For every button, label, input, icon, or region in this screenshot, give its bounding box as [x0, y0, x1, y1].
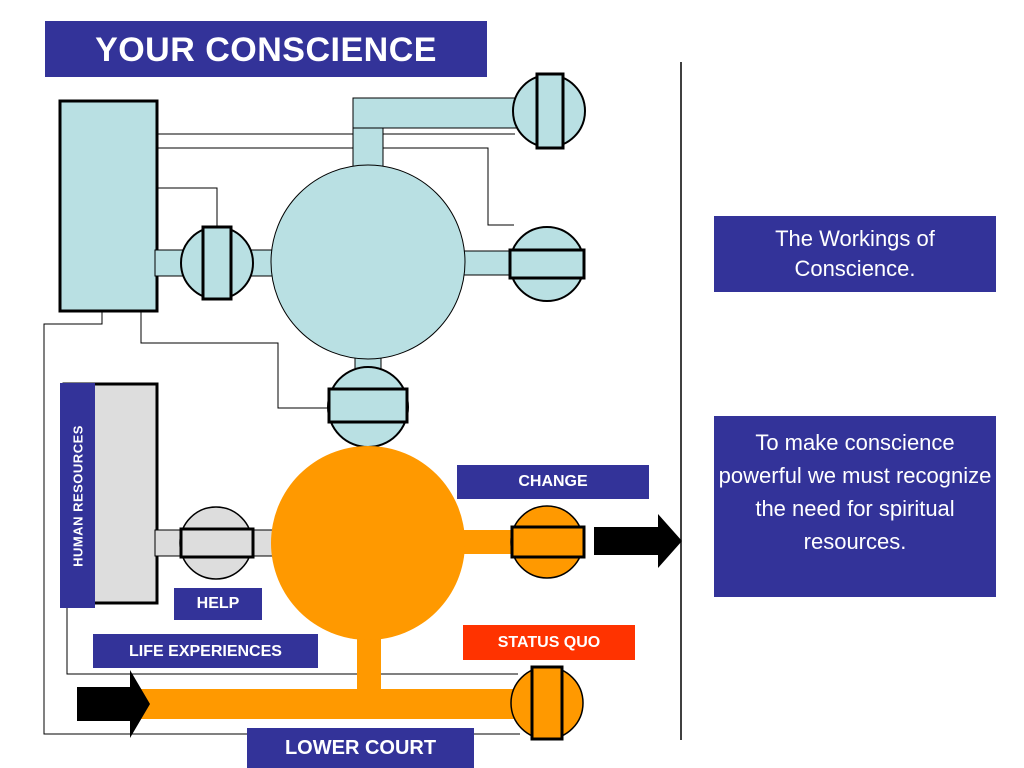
- pipe-lower-court: [140, 689, 522, 719]
- control-lines: [43, 133, 520, 735]
- help-label: HELP: [174, 588, 262, 620]
- valve-right-upper[interactable]: [508, 226, 586, 302]
- change-output-arrow: [594, 514, 682, 568]
- valve-middle[interactable]: [327, 366, 409, 448]
- workings-note: The Workings of Conscience.: [713, 215, 997, 293]
- valve-status-quo[interactable]: [510, 665, 584, 741]
- human-resources-system: [62, 382, 276, 605]
- valve-help[interactable]: [179, 506, 255, 580]
- upper-chamber: [270, 164, 466, 360]
- input-arrow: [77, 670, 150, 738]
- valve-top[interactable]: [512, 72, 586, 150]
- lower-chamber: [271, 446, 465, 640]
- human-resources-label: HUMAN RESOURCES: [60, 383, 95, 608]
- valve-left-upper[interactable]: [180, 225, 254, 301]
- change-label: CHANGE: [457, 465, 649, 499]
- lower-court-label: LOWER COURT: [247, 728, 474, 768]
- valve-change[interactable]: [510, 505, 586, 579]
- human-resources-text: HUMAN RESOURCES: [70, 424, 85, 567]
- upper-tank: [58, 99, 159, 313]
- upper-system: [58, 97, 534, 381]
- status-quo-label: STATUS QUO: [463, 625, 635, 660]
- page-title: YOUR CONSCIENCE: [44, 20, 488, 78]
- pipe-top-horizontal: [352, 97, 534, 129]
- spiritual-resources-note: To make conscience powerful we must reco…: [713, 415, 997, 598]
- life-experiences-label: LIFE EXPERIENCES: [93, 634, 318, 668]
